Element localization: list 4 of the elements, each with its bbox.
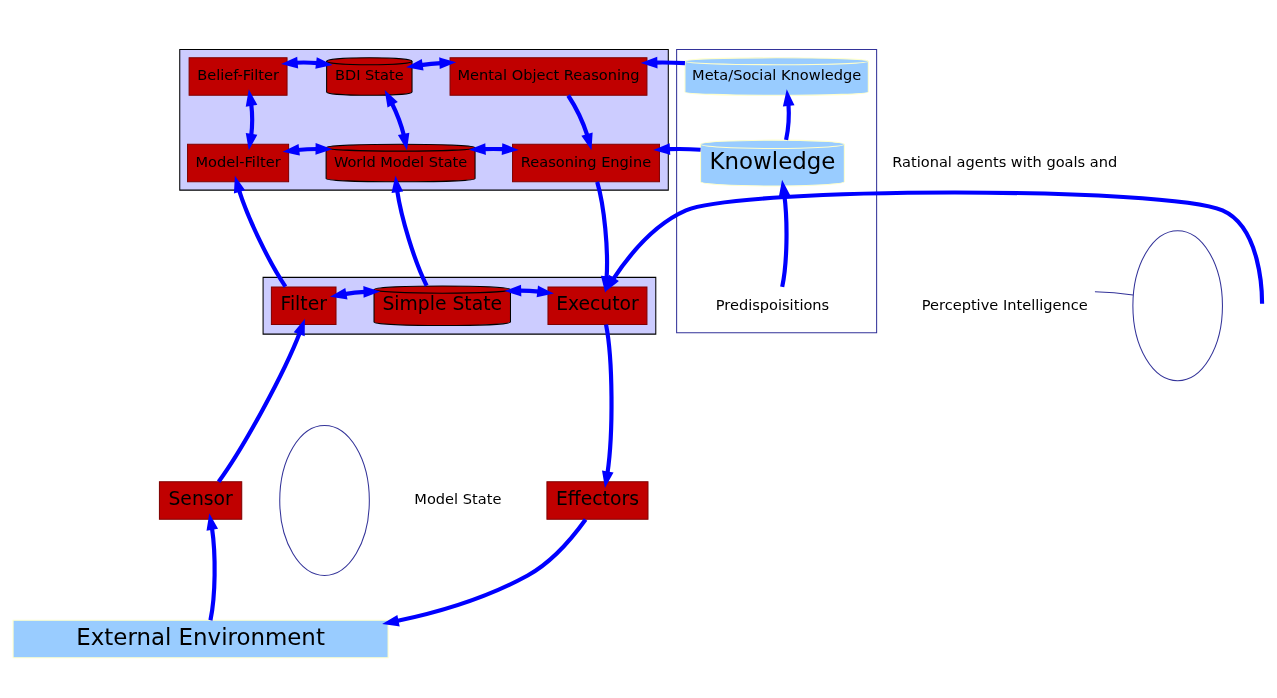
label: Model State bbox=[414, 489, 502, 507]
label: Rational agents with goals and bbox=[892, 152, 1118, 170]
node-text: Perceptive Intelligence bbox=[921, 295, 1088, 313]
node-text: Predispoisitions bbox=[715, 295, 830, 313]
